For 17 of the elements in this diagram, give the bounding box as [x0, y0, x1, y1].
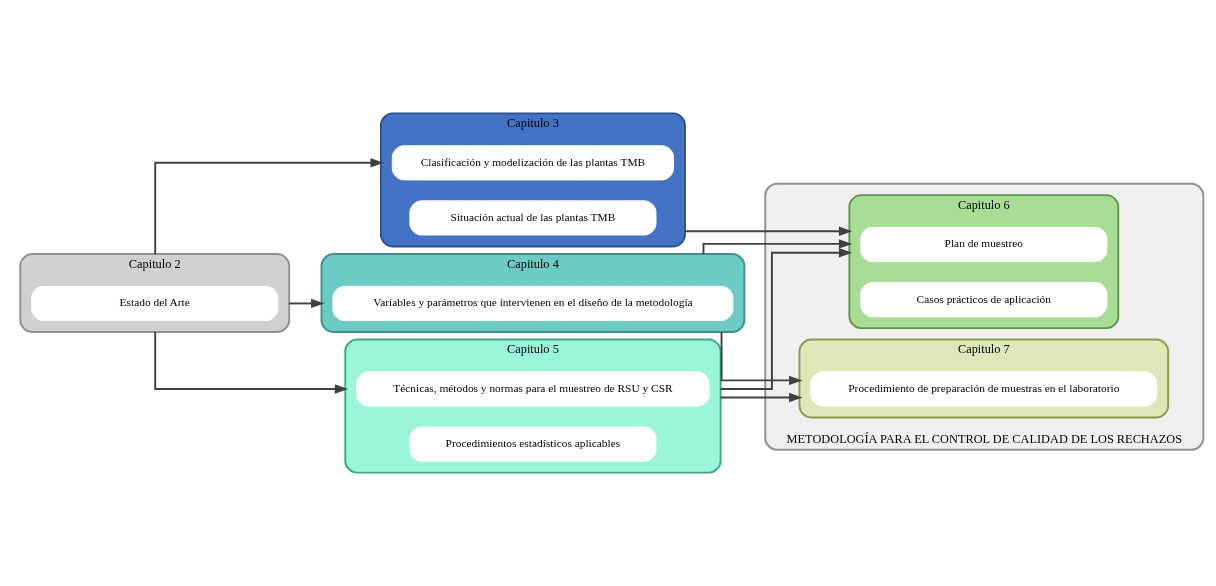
- node-box: Técnicas, métodos y normas para el muestreo de RSU y CSR: [356, 371, 710, 407]
- arrow: [288, 298, 325, 309]
- arrow: [719, 248, 853, 390]
- node-box: Clasificación y modelización de las plantas TMB: [391, 145, 675, 181]
- node-box: Variables y parámetros que intervienen en el diseño de la metodología: [332, 285, 734, 322]
- node-box: Plan de muestreo: [860, 226, 1108, 263]
- node-box: Casos prácticos de aplicación: [860, 282, 1108, 318]
- arrow: [154, 331, 349, 394]
- node-box: Procedimiento de preparación de muestras en el laboratorio: [810, 371, 1158, 407]
- arrow: [684, 226, 853, 236]
- arrow: [720, 331, 803, 386]
- node-box: Procedimientos estadísticos aplicables: [409, 426, 657, 462]
- arrow: [702, 239, 853, 255]
- arrow: [719, 392, 803, 403]
- arrow: [154, 158, 384, 255]
- node-box: Estado del Arte: [31, 285, 279, 322]
- node-box: Situación actual de las plantas TMB: [409, 200, 657, 236]
